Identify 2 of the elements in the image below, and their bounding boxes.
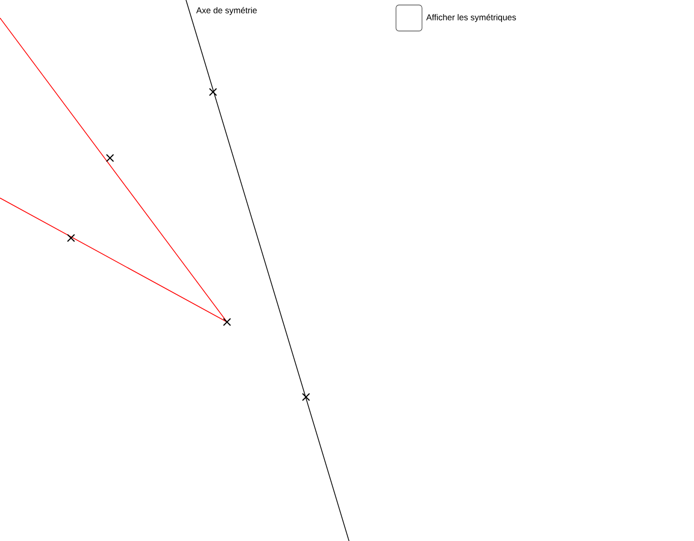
checkbox-label: Afficher les symétriques bbox=[426, 14, 516, 22]
axis-label: Axe de symétrie bbox=[196, 6, 257, 15]
